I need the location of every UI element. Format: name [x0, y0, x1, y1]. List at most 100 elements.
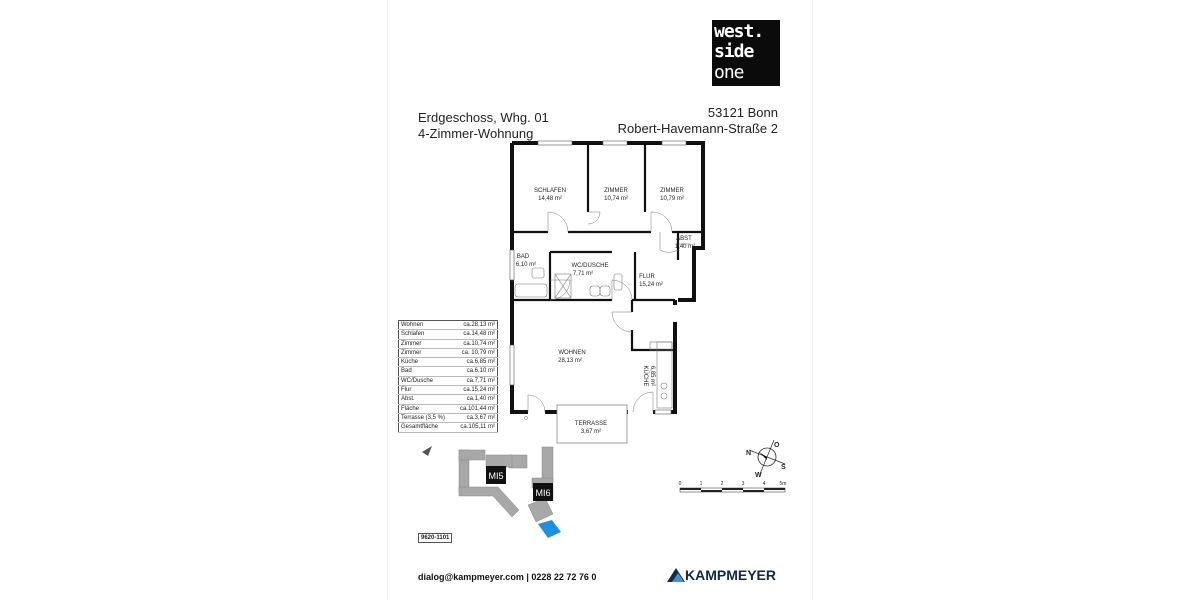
- room-labels: SCHLAFEN 14,48 m² ZIMMER 10,74 m² ZIMMER…: [516, 188, 695, 435]
- area-table-label: WC/Dusche: [398, 376, 454, 387]
- logo-line-3: one: [714, 62, 744, 83]
- scale-tick-4: 4: [763, 481, 766, 487]
- site-building-mi6-label: MI6: [535, 488, 550, 498]
- area-table-label: Bad: [398, 366, 454, 377]
- logo-line-2: side: [714, 41, 754, 62]
- site-north-arrow: [422, 446, 432, 456]
- room-abst-area: 1,40 m²: [675, 244, 695, 250]
- windows: [509, 140, 687, 415]
- room-terrasse-name: TERRASSE: [575, 421, 607, 427]
- site-building-mi6-badge: [533, 483, 553, 501]
- plan-code: 9620-1101: [418, 533, 453, 543]
- kitchen-label-group: KÜCHE 6,85 m²: [642, 365, 655, 386]
- brand-name: KAMPMEYER: [667, 567, 776, 583]
- exterior-walls: [510, 141, 705, 414]
- logo-line-1: west.: [714, 21, 764, 42]
- kitchen-counter: [649, 341, 673, 409]
- compass: N O S W: [746, 439, 786, 479]
- room-zimmer1-area: 10,74 m²: [604, 196, 628, 202]
- scale-seg-1: [680, 488, 701, 490]
- compass-w: W: [755, 472, 762, 479]
- compass-o: O: [774, 442, 780, 449]
- terrace-outline: [556, 404, 628, 444]
- area-table-label: Zimmer: [398, 348, 454, 359]
- brand-text: KAMPMEYER: [685, 567, 777, 583]
- unit-heading: Erdgeschoss, Whg. 01 4-Zimmer-Wohnung: [418, 110, 549, 142]
- area-table-value: ca.6,85 m²: [453, 357, 498, 368]
- street-label: Robert-Havemann-Straße 2: [617, 121, 778, 136]
- scale-seg-2: [701, 490, 722, 492]
- area-table-value: ca.1,40 m²: [453, 394, 498, 405]
- room-kueche-area: 6,85 m²: [649, 366, 655, 386]
- scale-tick-0: 0: [679, 481, 682, 487]
- bathroom-fixtures: [514, 267, 623, 299]
- room-abst-name: ABST: [676, 236, 692, 242]
- area-table-label: Abst.: [398, 394, 454, 405]
- area-table-value: ca.10,74 m²: [453, 339, 498, 349]
- scale-tick-5: 5m: [780, 481, 787, 487]
- room-schlafen-area: 14,48 m²: [538, 196, 562, 202]
- room-zimmer2-area: 10,79 m²: [660, 196, 684, 202]
- room-zimmer1-name: ZIMMER: [604, 188, 628, 194]
- area-table-row: Abst.ca.1,40 m²: [398, 394, 498, 405]
- west-side-one-logo: west. side one: [712, 20, 780, 86]
- scale-seg-5: [764, 488, 785, 490]
- scale-seg-3: [722, 488, 743, 490]
- contact-info: dialog@kampmeyer.com | 0228 22 72 76 0: [418, 572, 597, 582]
- room-flur-area: 15,24 m²: [639, 282, 663, 288]
- scale-seg-4: [743, 490, 764, 492]
- terrace-marker: [524, 416, 528, 420]
- apartment-type-label: 4-Zimmer-Wohnung: [418, 126, 534, 141]
- compass-n: N: [746, 450, 751, 457]
- site-plan: MI5 MI6: [422, 446, 561, 538]
- compass-s: S: [781, 464, 786, 471]
- room-wohnen-name: WOHNEN: [558, 350, 585, 356]
- area-table-label: Küche: [398, 357, 454, 368]
- area-table-value: ca.3,67 m²: [453, 413, 498, 424]
- scale-tick-1: 1: [700, 481, 703, 487]
- area-table-value: ca. 10,79 m²: [453, 348, 498, 359]
- room-wc-area: 7,71 m²: [573, 271, 593, 277]
- area-table-label: Terrasse (3,5 %): [398, 413, 454, 424]
- area-table-label: Wohnen: [398, 320, 454, 331]
- room-kueche-name: KÜCHE: [642, 365, 649, 386]
- room-wohnen-area: 28,13 m²: [558, 358, 582, 364]
- room-zimmer2-name: ZIMMER: [660, 188, 684, 194]
- area-table-value: ca.7,71 m²: [453, 376, 498, 387]
- area-table-value: ca.15,24 m²: [453, 385, 498, 396]
- room-bad-area: 6,10 m²: [516, 262, 536, 268]
- site-building-mi5-label: MI5: [488, 471, 503, 481]
- area-table-label: Fläche: [398, 404, 454, 414]
- area-table-label: Schlafen: [398, 329, 454, 340]
- area-table-value: ca.6,10 m²: [453, 366, 498, 377]
- address-heading: 53121 Bonn Robert-Havemann-Straße 2: [618, 105, 778, 137]
- site-highlight-unit: [538, 520, 561, 538]
- area-table-value: ca.14,48 m²: [453, 329, 498, 340]
- floor-unit-label: Erdgeschoss, Whg. 01: [418, 110, 549, 125]
- room-flur-name: FLUR: [639, 274, 655, 280]
- site-building-mi5-badge: [486, 466, 506, 484]
- scale-tick-2: 2: [721, 481, 724, 487]
- scale-bar: 0 1 2 3 4 5m: [679, 481, 787, 493]
- compass-needle: [759, 452, 767, 460]
- city-label: 53121 Bonn: [707, 105, 778, 120]
- room-schlafen-name: SCHLAFEN: [534, 188, 566, 194]
- area-table-label: Flur: [398, 385, 454, 396]
- area-table-label: Zimmer: [398, 339, 454, 349]
- area-table-value: ca.105,11 m²: [453, 422, 498, 433]
- area-table-label: Gesamtfläche: [398, 422, 454, 433]
- area-table-row: Terrasse (3,5 %)ca.3,67 m²: [398, 413, 498, 424]
- room-terrasse-area: 3,67 m²: [581, 429, 601, 435]
